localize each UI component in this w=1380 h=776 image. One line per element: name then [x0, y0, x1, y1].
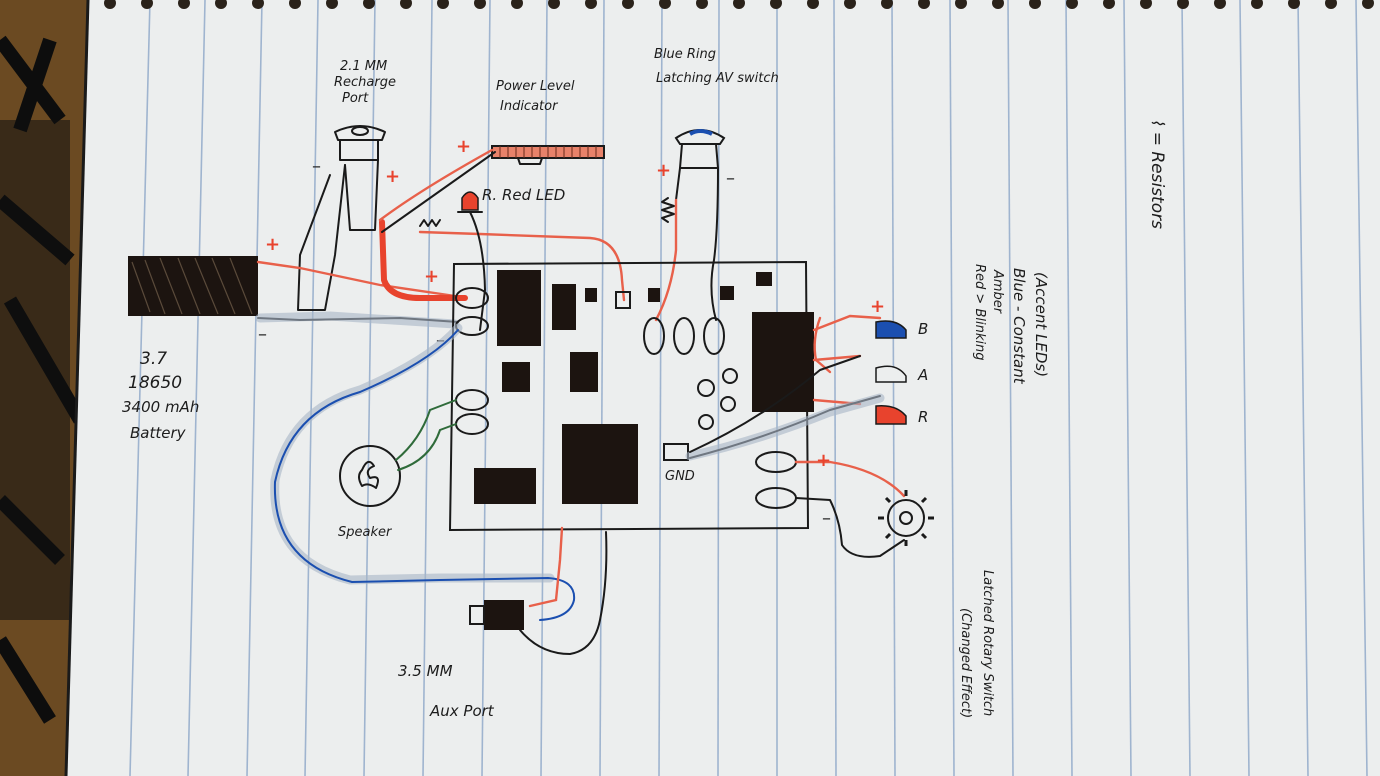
- rotary-switch: + –: [794, 450, 934, 558]
- battery-label: Battery: [130, 424, 187, 442]
- power-level-label-2: Indicator: [500, 99, 559, 114]
- recharge-port-label-1: 2.1 MM: [340, 59, 387, 74]
- accent-legend-amber: Amber: [990, 269, 1005, 315]
- spiral-binding: [104, 0, 1374, 9]
- switch-label-1: Blue Ring: [654, 47, 716, 62]
- accent-leds: + B A R: [685, 296, 928, 461]
- latched-rotary-label-2: (Changed Effect): [958, 608, 973, 718]
- aux-port-label-2: Aux Port: [429, 702, 495, 720]
- accent-leds-legend: (Accent LEDs) Blue - Constant Amber Red …: [972, 264, 1050, 385]
- battery-type-label: 18650: [128, 373, 182, 393]
- battery-plus-label: +: [265, 234, 280, 255]
- led-letter-r: R: [918, 408, 928, 426]
- switch-minus-label: –: [726, 168, 735, 189]
- rotary-minus-label: –: [822, 508, 831, 529]
- resistor-legend-text: ⌇ = Resistors: [1147, 118, 1167, 229]
- accent-legend-title: (Accent LEDs): [1032, 272, 1050, 377]
- latched-rotary-label-1: Latched Rotary Switch: [980, 570, 995, 716]
- aux-port: 3.5 MM Aux Port: [270, 323, 608, 720]
- recharge-port-label-3: Port: [342, 91, 369, 106]
- speaker-label: Speaker: [338, 525, 393, 540]
- circuit-board: GND –: [436, 260, 814, 532]
- recharge-port: – + 2.1 MM Recharge Port: [297, 59, 400, 311]
- top-wires: +: [255, 148, 678, 331]
- switch-plus-label: +: [656, 160, 671, 181]
- switch-label-2: Latching AV switch: [656, 71, 779, 86]
- resistor-legend: ⌇ = Resistors: [1147, 118, 1167, 229]
- red-accent-led-icon: [875, 404, 907, 425]
- power-level-label-1: Power Level: [496, 79, 575, 94]
- blue-led-icon: [875, 320, 907, 339]
- latched-rotary-legend: Latched Rotary Switch (Changed Effect): [958, 570, 995, 718]
- amber-led-icon: [875, 365, 907, 383]
- blue-ring-switch: + – Blue Ring Latching AV switch: [654, 47, 779, 321]
- aux-port-label-1: 3.5 MM: [398, 662, 453, 680]
- battery: + – 3.7 18650 3400 mAh Battery: [122, 234, 280, 442]
- rule-lines: [129, 0, 1368, 776]
- battery-voltage-label: 3.7: [140, 349, 167, 369]
- chip-2: [552, 284, 576, 330]
- battery-capacity-label: 3400 mAh: [122, 398, 199, 416]
- switch-resistor-icon: [661, 197, 675, 223]
- rotary-plus-label: +: [816, 450, 831, 471]
- recharge-port-label-2: Recharge: [334, 75, 396, 90]
- gnd-label: GND: [665, 469, 695, 484]
- accent-plus-label: +: [870, 296, 885, 317]
- recharge-plus-label: +: [385, 166, 400, 187]
- red-led-label: R. Red LED: [482, 186, 565, 204]
- power-level-indicator: + Power Level Indicator: [456, 79, 605, 165]
- board-plus-label: +: [424, 266, 439, 287]
- led-letter-b: B: [918, 320, 928, 338]
- accent-legend-red: Red > Blinking: [972, 264, 987, 360]
- recharge-minus-label: –: [312, 156, 321, 177]
- led-letter-a: A: [917, 366, 928, 384]
- speaker: Speaker: [338, 399, 457, 540]
- battery-minus-label: –: [258, 324, 267, 345]
- red-led-resistor-icon: [419, 219, 441, 227]
- red-led: R. Red LED: [419, 186, 565, 227]
- chip-large-1: [497, 270, 541, 346]
- power-level-plus-label: +: [456, 136, 471, 157]
- accent-legend-blue: Blue - Constant: [1010, 268, 1028, 385]
